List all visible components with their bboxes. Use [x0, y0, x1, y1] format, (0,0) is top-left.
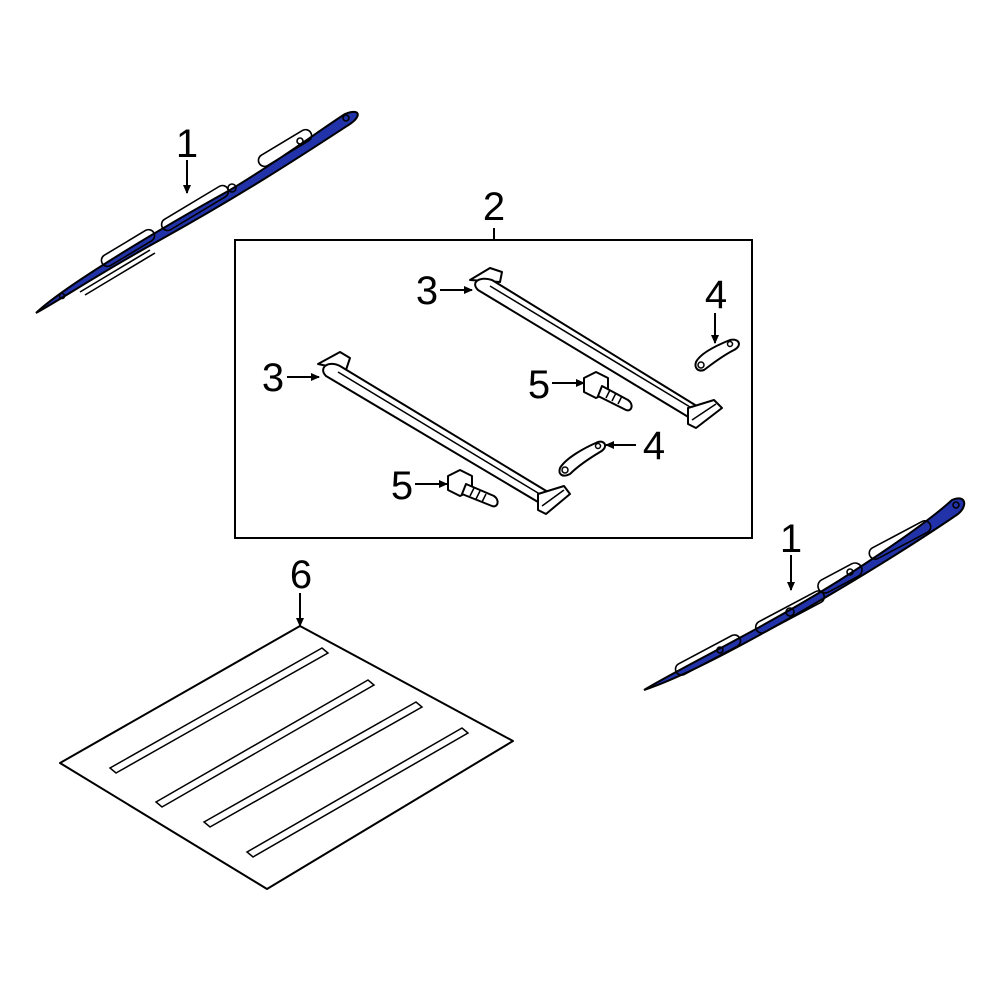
callout-bolt-upper: 5: [528, 363, 550, 407]
callout-clip-upper: 4: [705, 273, 727, 317]
callout-floor-mat: 6: [290, 553, 312, 597]
kit-box: [234, 239, 753, 539]
clip-upper[interactable]: [694, 338, 740, 372]
callout-clip-lower: 4: [643, 424, 665, 468]
callout-rail-right: 1: [780, 517, 802, 561]
floor-mat[interactable]: [59, 625, 514, 890]
roof-rail-left[interactable]: [35, 110, 359, 314]
roof-rail-right[interactable]: [643, 497, 966, 691]
callout-rail-left: 1: [176, 122, 198, 166]
callout-kit: 2: [483, 185, 505, 229]
clip-lower[interactable]: [558, 440, 606, 477]
callout-crossbar-front: 3: [262, 356, 284, 400]
callout-bolt-lower: 5: [391, 464, 413, 508]
bolt-upper[interactable]: [583, 371, 633, 412]
crossbar-front[interactable]: [317, 351, 571, 515]
crossbar-rear[interactable]: [469, 267, 723, 429]
bolt-lower[interactable]: [447, 469, 499, 508]
callout-crossbar-rear: 3: [416, 269, 438, 313]
